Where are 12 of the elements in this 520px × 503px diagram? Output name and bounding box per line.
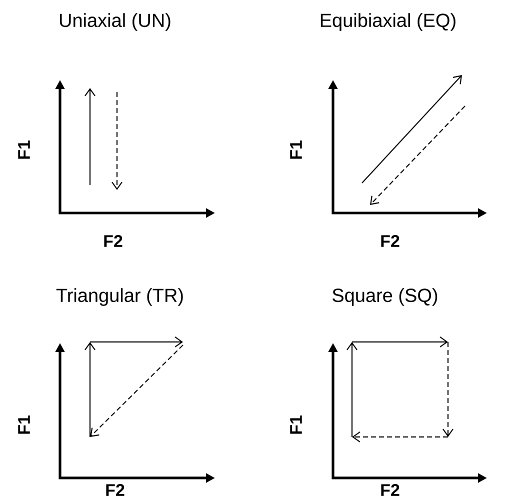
axis-label: F1: [290, 140, 302, 159]
axis-label: F1: [18, 416, 30, 434]
axis-label: F2: [381, 484, 400, 496]
panel-title: Square (SQ): [332, 288, 438, 306]
axis-label: F1: [18, 140, 30, 159]
axis-label: F2: [106, 484, 124, 496]
axis-label: F1: [290, 416, 302, 434]
panel-title: Triangular (TR): [56, 288, 183, 306]
panel-title: Equibiaxial (EQ): [320, 13, 456, 31]
axis-label: F2: [381, 235, 400, 247]
panel-title: Uniaxial (UN): [60, 13, 170, 31]
axis-label: F2: [104, 235, 122, 247]
